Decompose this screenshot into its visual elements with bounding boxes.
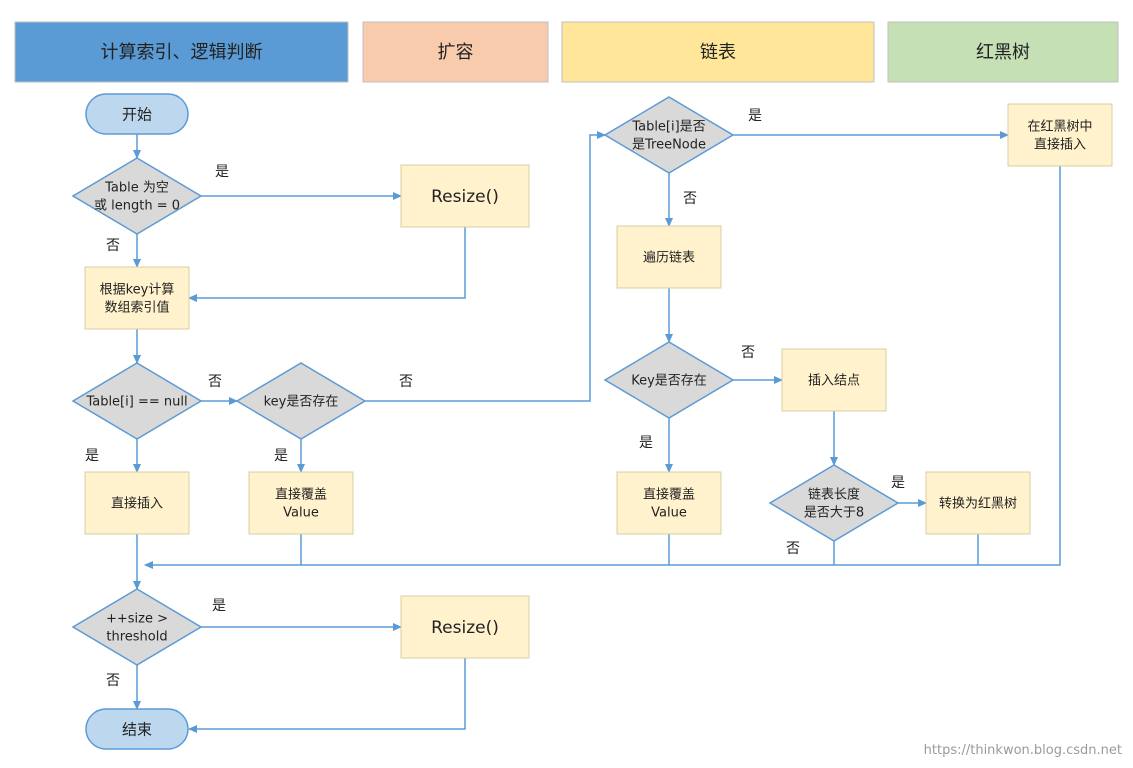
- node-label: 直接插入: [111, 496, 163, 512]
- node-to_tree: 转换为红黑树: [925, 471, 1031, 535]
- edge-label-yes_empty: 是: [215, 164, 229, 180]
- node-label: 链表长度: [808, 487, 860, 503]
- node-label: 插入结点: [808, 374, 860, 389]
- node-label: threshold: [106, 630, 167, 645]
- lane-header-label: 扩容: [438, 42, 474, 63]
- node-label: Key是否存在: [631, 374, 707, 389]
- node-label: 根据key计算: [100, 283, 175, 298]
- lane-header-label: 红黑树: [976, 42, 1030, 63]
- connector-16: [144, 166, 1061, 569]
- node-label: Table[i]是否: [631, 120, 705, 135]
- watermark: https://thinkwon.blog.csdn.net: [924, 743, 1122, 758]
- node-insert_direct1: 直接插入: [84, 471, 190, 535]
- node-label: Resize(): [431, 187, 499, 207]
- node-overwrite2: 直接覆盖 Value: [616, 471, 722, 535]
- node-d_size: ++size > threshold: [71, 588, 203, 666]
- node-label: 转换为红黑树: [939, 496, 1017, 512]
- node-label: 数组索引值: [104, 300, 169, 316]
- edge-label-no_empty: 否: [106, 238, 120, 254]
- decision-shape: [603, 341, 735, 419]
- connector-3: [188, 227, 466, 302]
- edge-label-no_key: 否: [399, 374, 413, 390]
- node-overwrite1: 直接覆盖 Value: [248, 471, 354, 535]
- node-label: 是TreeNode: [632, 138, 706, 153]
- node-resize1: Resize(): [400, 164, 530, 228]
- node-label: 直接插入: [1034, 137, 1086, 153]
- decision-shape: [603, 96, 735, 174]
- node-label: 直接覆盖: [275, 487, 327, 503]
- node-label: Table[i] == null: [85, 395, 187, 410]
- process-shape: [84, 471, 190, 535]
- node-label: 结束: [122, 720, 152, 738]
- node-traverse: 遍历链表: [616, 225, 722, 289]
- node-label: Resize(): [431, 618, 499, 638]
- lane-header-label: 链表: [700, 42, 736, 63]
- terminal-shape: [85, 93, 189, 135]
- node-resize2: Resize(): [400, 595, 530, 659]
- edge-label-yes_len8: 是: [891, 475, 905, 491]
- edge-label-yes_key2: 是: [639, 435, 653, 451]
- process-shape: [1007, 103, 1113, 167]
- process-shape: [616, 225, 722, 289]
- connector-24: [188, 658, 466, 733]
- edge-label-yes_null: 是: [85, 448, 99, 464]
- lane-header-label: 计算索引、逻辑判断: [101, 42, 263, 63]
- node-label: 在红黑树中: [1027, 119, 1092, 135]
- edge-label-no_treenode: 否: [683, 191, 697, 207]
- process-shape: [248, 471, 354, 535]
- process-shape: [400, 164, 530, 228]
- connector-8: [365, 131, 606, 402]
- node-d_key_exist2: Key是否存在: [603, 341, 735, 419]
- lane-header-list: 链表: [561, 21, 875, 83]
- lane-header-logic: 计算索引、逻辑判断: [14, 21, 349, 83]
- edge-label-yes_size: 是: [212, 598, 226, 614]
- node-d_key_exist: key是否存在: [235, 362, 367, 440]
- node-label: 开始: [122, 105, 152, 123]
- lane-header-tree: 红黑树: [887, 21, 1119, 83]
- edge-label-yes_key: 是: [274, 448, 288, 464]
- process-shape: [925, 471, 1031, 535]
- node-end: 结束: [85, 708, 189, 750]
- node-label: key是否存在: [264, 395, 339, 410]
- node-label: 是否大于8: [804, 506, 864, 521]
- edge-label-yes_treenode: 是: [748, 108, 762, 124]
- node-label: Table 为空: [104, 181, 169, 196]
- node-label: 或 length = 0: [94, 199, 180, 214]
- process-shape: [616, 471, 722, 535]
- decision-shape: [768, 464, 900, 542]
- node-label: Value: [651, 506, 687, 521]
- node-d_null: Table[i] == null: [71, 362, 203, 440]
- terminal-shape: [85, 708, 189, 750]
- node-insert_node: 插入结点: [781, 348, 887, 412]
- decision-shape: [71, 157, 203, 235]
- node-label: Value: [283, 506, 319, 521]
- process-shape: [84, 266, 190, 330]
- decision-shape: [235, 362, 367, 440]
- edge-label-no_key2: 否: [741, 345, 755, 361]
- node-label: ++size >: [106, 612, 168, 627]
- decision-shape: [71, 588, 203, 666]
- process-shape: [400, 595, 530, 659]
- node-start: 开始: [85, 93, 189, 135]
- process-shape: [781, 348, 887, 412]
- node-label: 遍历链表: [643, 250, 695, 266]
- edge-label-no_len8: 否: [786, 541, 800, 557]
- lane-header-resize: 扩容: [362, 21, 549, 83]
- decision-shape: [71, 362, 203, 440]
- edge-label-no_size: 否: [106, 673, 120, 689]
- node-d_table_empty: Table 为空或 length = 0: [71, 157, 203, 235]
- edge-label-no_null: 否: [208, 374, 222, 390]
- node-label: 直接覆盖: [643, 487, 695, 503]
